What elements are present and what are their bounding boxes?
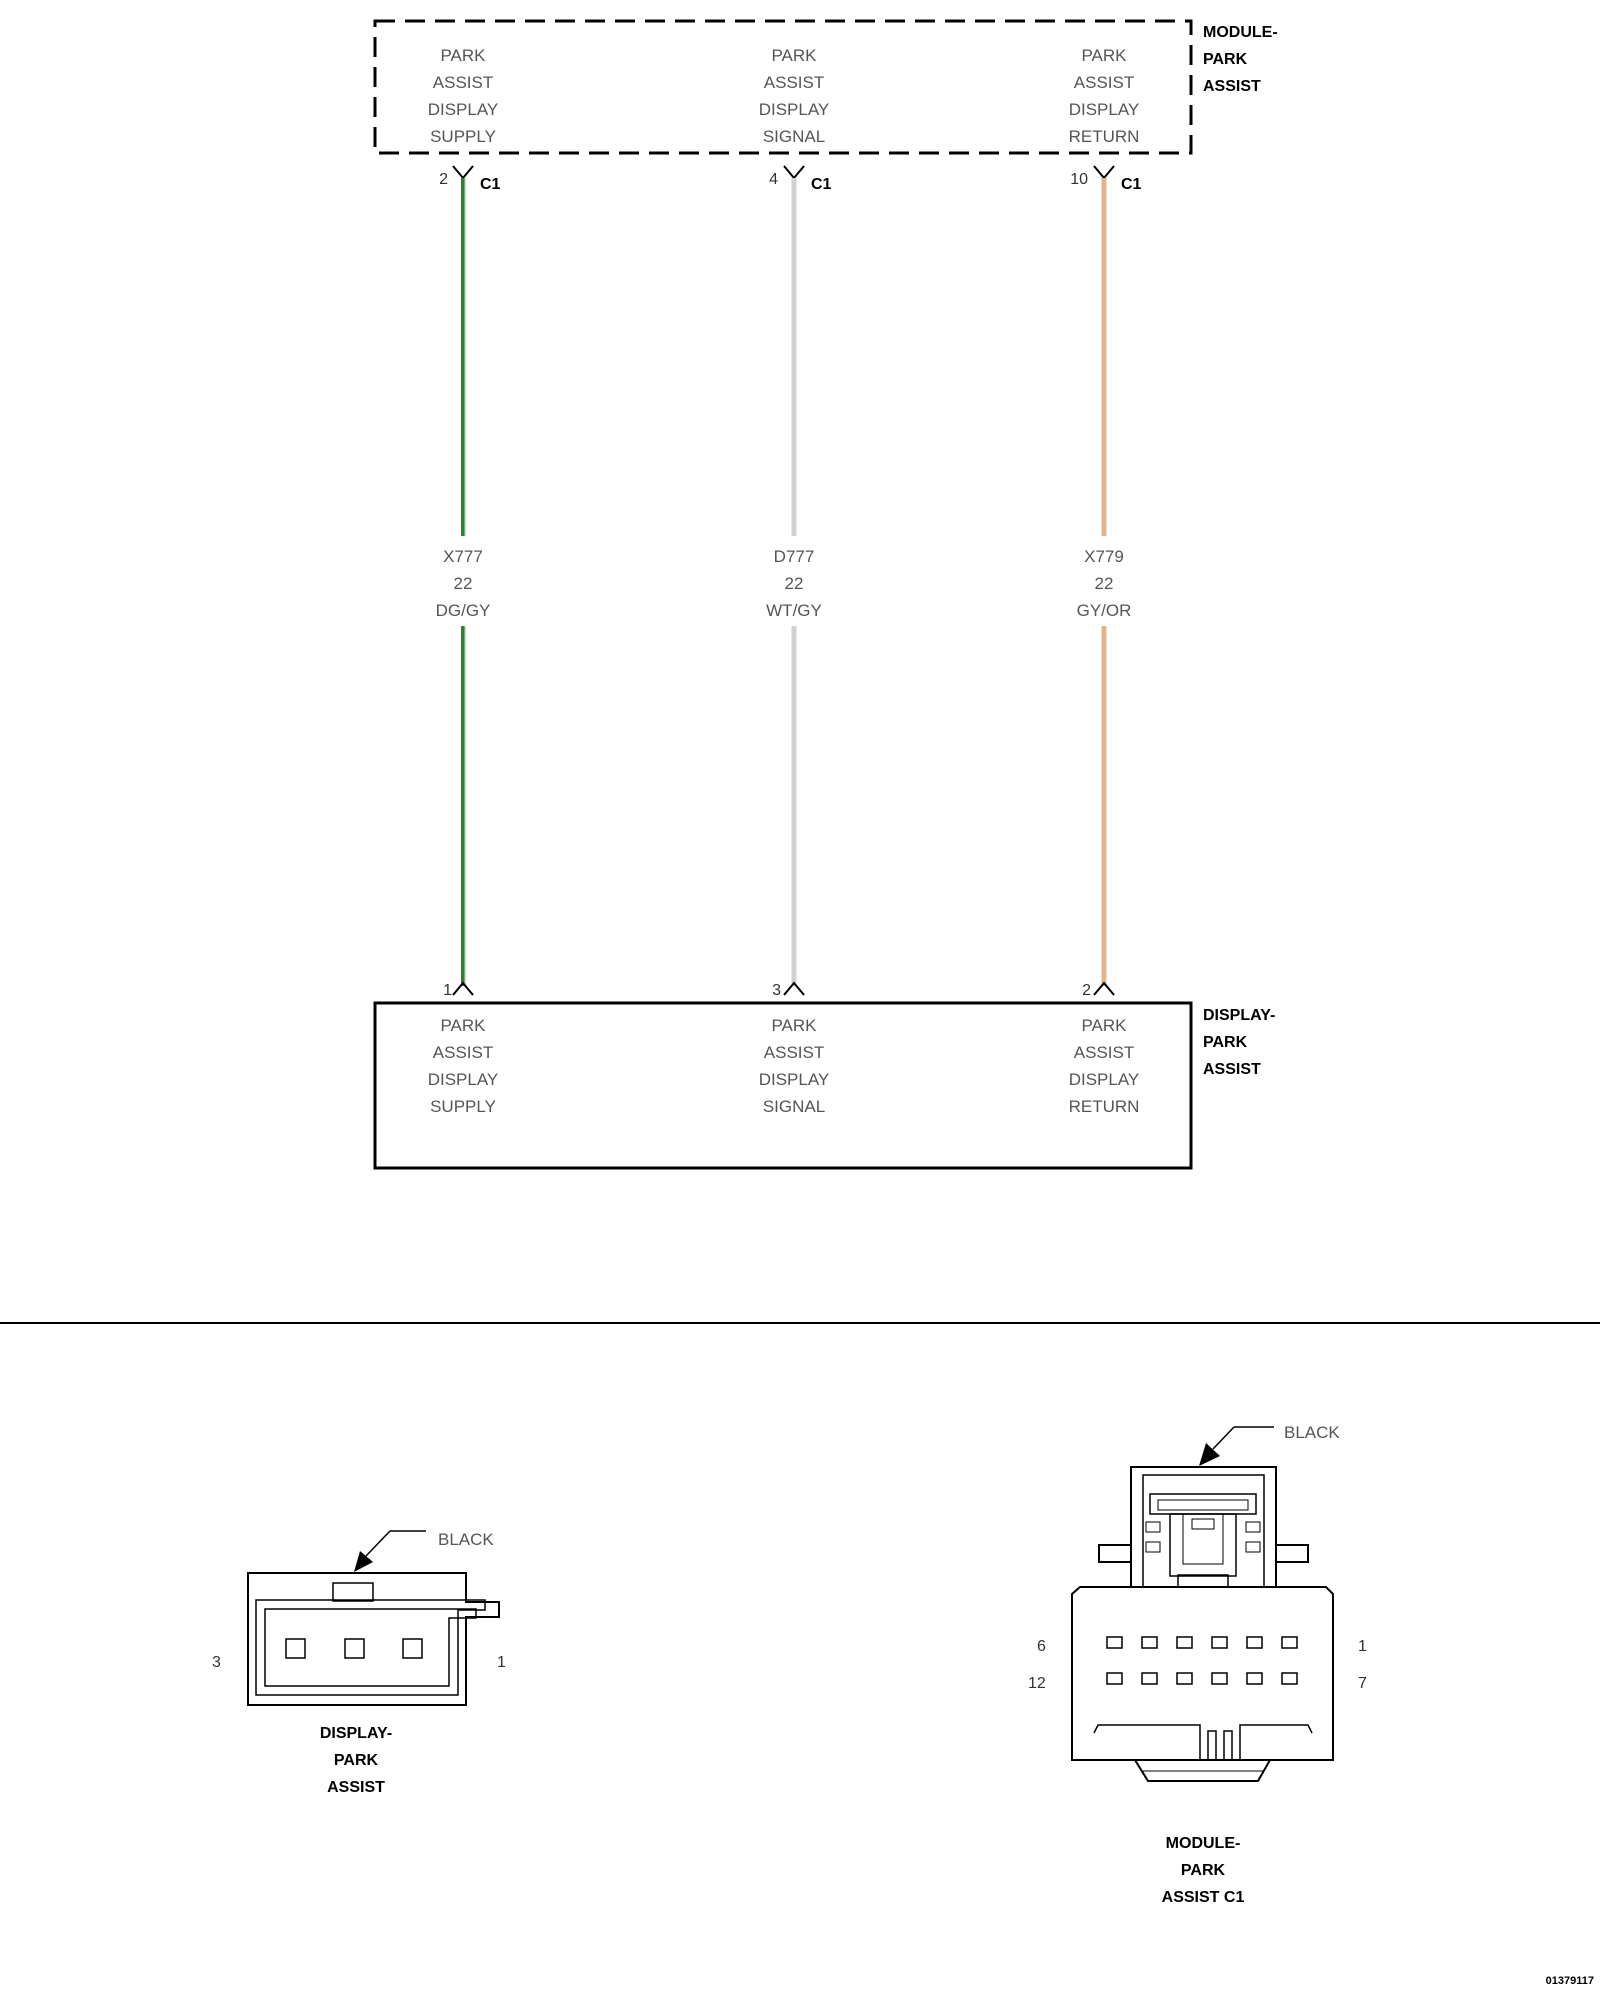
wire-x779: X779 22 GY/OR [1077, 178, 1132, 986]
module-cavity-row-top [1106, 1636, 1298, 1649]
display-supply-line-3: DISPLAY [428, 1070, 499, 1089]
figure-id: 01379117 [1546, 1975, 1594, 1987]
module-title-line-2: PARK [1203, 51, 1248, 68]
module-circuit-signal: PARK ASSIST DISPLAY SIGNAL [759, 46, 830, 146]
wire-d777-gauge: 22 [785, 574, 804, 593]
wire-x779-color: GY/OR [1077, 601, 1132, 620]
display-supply-line-4: SUPPLY [430, 1097, 496, 1116]
module-view-title-2: PARK [1181, 1862, 1226, 1879]
display-title-line-3: ASSIST [1203, 1061, 1261, 1078]
module-connector-color: BLACK [1284, 1423, 1340, 1442]
module-signal-line-3: DISPLAY [759, 100, 830, 119]
module-park-assist: MODULE- PARK ASSIST PARK ASSIST DISPLAY … [373, 19, 1278, 155]
display-pin-return: 2 [1082, 982, 1091, 999]
display-connector-pin-left: 3 [212, 1654, 221, 1671]
display-view-title-3: ASSIST [327, 1779, 385, 1796]
wire-x777-circuit: X777 [443, 547, 483, 566]
module-pin-return: 10 [1070, 171, 1088, 188]
display-supply-line-1: PARK [440, 1016, 486, 1035]
display-signal-line-2: ASSIST [764, 1043, 824, 1062]
display-connector-pin-right: 1 [497, 1654, 506, 1671]
module-supply-line-4: SUPPLY [430, 127, 496, 146]
module-return-line-4: RETURN [1069, 127, 1140, 146]
module-supply-line-3: DISPLAY [428, 100, 499, 119]
display-pin-supply: 1 [443, 982, 452, 999]
module-view-title-3: ASSIST C1 [1162, 1889, 1245, 1906]
display-terminals: 1 3 2 [443, 981, 1115, 999]
module-connector-housing [1071, 1586, 1334, 1761]
display-signal-line-4: SIGNAL [763, 1097, 825, 1116]
module-circuit-supply: PARK ASSIST DISPLAY SUPPLY [428, 46, 499, 146]
display-return-line-3: DISPLAY [1069, 1070, 1140, 1089]
module-return-line-2: ASSIST [1074, 73, 1134, 92]
display-pin-signal: 3 [772, 982, 781, 999]
display-cavity-3 [285, 1638, 306, 1659]
display-box [373, 1001, 1193, 1170]
module-supply-line-2: ASSIST [433, 73, 493, 92]
wire-x779-circuit: X779 [1084, 547, 1124, 566]
module-box [373, 19, 1193, 155]
module-connector-return: C1 [1121, 176, 1142, 193]
module-view-title-1: MODULE- [1166, 1835, 1241, 1852]
display-circuit-return: PARK ASSIST DISPLAY RETURN [1069, 1016, 1140, 1116]
display-view-title-2: PARK [334, 1752, 379, 1769]
display-park-assist: DISPLAY- PARK ASSIST PARK ASSIST DISPLAY… [373, 1001, 1275, 1170]
module-signal-line-1: PARK [771, 46, 817, 65]
display-circuit-signal: PARK ASSIST DISPLAY SIGNAL [759, 1016, 830, 1116]
display-return-line-1: PARK [1081, 1016, 1127, 1035]
display-signal-line-3: DISPLAY [759, 1070, 830, 1089]
module-cavity-row-bottom [1106, 1672, 1298, 1685]
module-return-line-3: DISPLAY [1069, 100, 1140, 119]
module-connector-pin-7: 7 [1358, 1675, 1367, 1692]
display-signal-line-1: PARK [771, 1016, 817, 1035]
module-connector-pin-6: 6 [1037, 1638, 1046, 1655]
display-connector-color: BLACK [438, 1530, 494, 1549]
wire-d777-circuit: D777 [774, 547, 815, 566]
wire-x777-gauge: 22 [454, 574, 473, 593]
module-connector-pin-12: 12 [1028, 1675, 1046, 1692]
module-connector-view: BLACK 6 1 12 7 MODULE- PARK ASSIST C1 [1028, 1423, 1367, 1906]
wire-d777-color: WT/GY [766, 601, 822, 620]
module-connector-signal: C1 [811, 176, 832, 193]
module-supply-line-1: PARK [440, 46, 486, 65]
module-title-line-1: MODULE- [1203, 24, 1278, 41]
display-cavity-1 [402, 1638, 423, 1659]
module-connector-supply: C1 [480, 176, 501, 193]
display-connector-housing [247, 1572, 500, 1706]
display-cavity-2 [344, 1638, 365, 1659]
display-title-line-1: DISPLAY- [1203, 1007, 1275, 1024]
display-title-line-2: PARK [1203, 1034, 1248, 1051]
module-connector-pin-1: 1 [1358, 1638, 1367, 1655]
module-return-line-1: PARK [1081, 46, 1127, 65]
display-leader-arrow-icon [354, 1551, 373, 1572]
wire-d777: D777 22 WT/GY [766, 178, 822, 986]
module-pin-supply: 2 [439, 171, 448, 188]
display-circuit-supply: PARK ASSIST DISPLAY SUPPLY [428, 1016, 499, 1116]
display-connector-view: BLACK 3 1 DISPLAY- PARK ASSIST [212, 1530, 506, 1796]
display-return-line-4: RETURN [1069, 1097, 1140, 1116]
wire-x777: X777 22 DG/GY [436, 178, 491, 986]
module-circuit-return: PARK ASSIST DISPLAY RETURN [1069, 46, 1140, 146]
module-terminals: 2 C1 4 C1 10 C1 [439, 165, 1142, 193]
module-leader-arrow-icon [1199, 1443, 1220, 1466]
display-supply-line-2: ASSIST [433, 1043, 493, 1062]
wire-x779-gauge: 22 [1095, 574, 1114, 593]
module-title-line-3: ASSIST [1203, 78, 1261, 95]
display-connector-latch [332, 1582, 374, 1602]
module-signal-line-4: SIGNAL [763, 127, 825, 146]
module-pin-signal: 4 [769, 171, 778, 188]
wire-x777-color: DG/GY [436, 601, 491, 620]
module-signal-line-2: ASSIST [764, 73, 824, 92]
display-view-title-1: DISPLAY- [320, 1725, 392, 1742]
display-return-line-2: ASSIST [1074, 1043, 1134, 1062]
